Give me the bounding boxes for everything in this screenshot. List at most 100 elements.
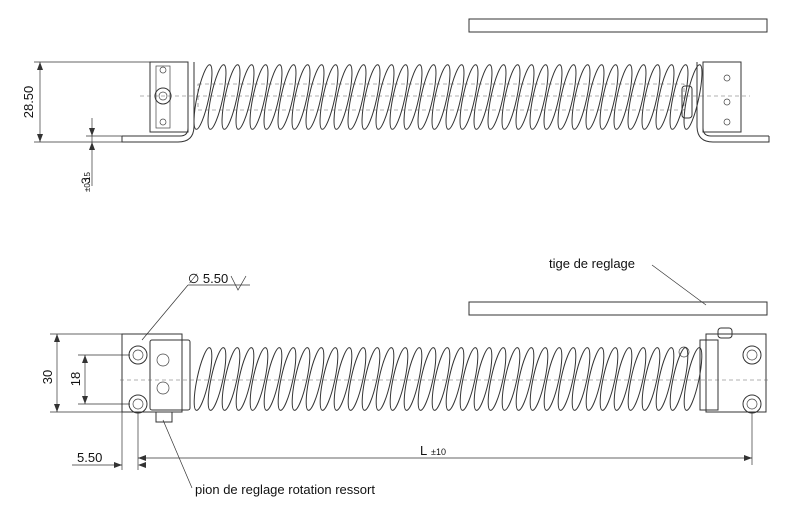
- coil-loop: [473, 64, 493, 130]
- coil-loop: [571, 347, 591, 411]
- coil-loop: [431, 347, 451, 411]
- top-rod: [468, 18, 768, 33]
- coil-loop: [501, 64, 521, 130]
- hole-diameter: ∅ 5.50: [188, 271, 228, 286]
- dim-18: 18: [68, 354, 130, 405]
- coil-loop: [515, 64, 535, 130]
- coil-loop: [389, 64, 409, 130]
- coil-loop: [305, 347, 325, 411]
- coil-loop: [221, 64, 241, 130]
- coil-loop: [249, 64, 269, 130]
- coil-loop: [487, 347, 507, 411]
- coil-loop: [669, 64, 689, 130]
- front-spring-coil: [193, 347, 703, 411]
- coil-loop: [557, 64, 577, 130]
- coil-loop: [207, 347, 227, 411]
- coil-loop: [207, 64, 227, 130]
- dim-length-value: L: [420, 443, 427, 458]
- coil-loop: [641, 347, 661, 411]
- front-right-block: [678, 327, 767, 414]
- coil-loop: [263, 347, 283, 411]
- dim-hole-spacing: 18: [68, 372, 83, 386]
- coil-loop: [529, 64, 549, 130]
- coil-loop: [221, 347, 241, 411]
- coil-loop: [641, 64, 661, 130]
- coil-loop: [235, 347, 255, 411]
- coil-loop: [431, 64, 451, 130]
- coil-loop: [571, 64, 591, 130]
- coil-loop: [585, 64, 605, 130]
- coil-loop: [529, 347, 549, 411]
- coil-loop: [375, 347, 395, 411]
- coil-loop: [445, 347, 465, 411]
- coil-loop: [613, 64, 633, 130]
- front-view: tige de reglage ∅ 5.50: [40, 256, 770, 497]
- coil-loop: [417, 64, 437, 130]
- coil-loop: [655, 347, 675, 411]
- coil-loop: [599, 64, 619, 130]
- coil-loop: [683, 64, 703, 130]
- coil-loop: [655, 64, 675, 130]
- coil-loop: [403, 64, 423, 130]
- dim-edge-offset: 5.50: [77, 450, 102, 465]
- coil-loop: [361, 347, 381, 411]
- coil-loop: [585, 347, 605, 411]
- coil-loop: [193, 64, 213, 130]
- coil-loop: [627, 64, 647, 130]
- coil-loop: [235, 64, 255, 130]
- dim-thickness: 3 ±0.15: [79, 118, 122, 192]
- coil-loop: [557, 347, 577, 411]
- dim-5-50: 5.50: [72, 412, 146, 470]
- coil-loop: [417, 347, 437, 411]
- dim-thickness-value: 3: [79, 177, 93, 184]
- coil-loop: [543, 64, 563, 130]
- coil-loop: [627, 347, 647, 411]
- coil-loop: [389, 347, 409, 411]
- coil-loop: [459, 347, 479, 411]
- coil-loop: [669, 347, 689, 411]
- coil-loop: [459, 64, 479, 130]
- dim-length-tol: ±10: [431, 447, 446, 457]
- dim-28-50: 28.50: [21, 61, 150, 143]
- coil-loop: [403, 347, 423, 411]
- coil-loop: [277, 347, 297, 411]
- coil-loop: [347, 64, 367, 130]
- coil-loop: [683, 347, 703, 411]
- label-pin: pion de reglage rotation ressort: [195, 482, 375, 497]
- coil-loop: [599, 347, 619, 411]
- dim-height-front: 30: [40, 370, 55, 384]
- dim-30: 30: [40, 333, 122, 413]
- coil-loop: [361, 64, 381, 130]
- top-left-bracket: [121, 61, 195, 143]
- coil-loop: [249, 347, 269, 411]
- coil-loop: [347, 347, 367, 411]
- coil-loop: [375, 64, 395, 130]
- coil-loop: [543, 347, 563, 411]
- label-rod: tige de reglage: [549, 256, 635, 271]
- coil-loop: [501, 347, 521, 411]
- top-view: 28.50 3 ±0.15: [21, 18, 770, 192]
- top-spring-coil: [193, 64, 703, 130]
- coil-loop: [473, 347, 493, 411]
- coil-loop: [291, 347, 311, 411]
- dim-height-top: 28.50: [21, 86, 36, 119]
- coil-loop: [613, 347, 633, 411]
- coil-loop: [487, 64, 507, 130]
- coil-loop: [445, 64, 465, 130]
- hole-callout: ∅ 5.50: [141, 271, 250, 341]
- front-left-block: [121, 333, 191, 423]
- dim-length: L ±10: [138, 412, 753, 465]
- front-rod: [468, 301, 768, 316]
- top-right-bracket: [681, 61, 770, 143]
- dim-thickness-tol: ±0.15: [83, 171, 92, 192]
- coil-loop: [319, 347, 339, 411]
- coil-loop: [277, 64, 297, 130]
- coil-loop: [319, 64, 339, 130]
- coil-loop: [291, 64, 311, 130]
- coil-loop: [333, 347, 353, 411]
- coil-loop: [515, 347, 535, 411]
- coil-loop: [333, 64, 353, 130]
- coil-loop: [263, 64, 283, 130]
- coil-loop: [305, 64, 325, 130]
- coil-loop: [193, 347, 213, 411]
